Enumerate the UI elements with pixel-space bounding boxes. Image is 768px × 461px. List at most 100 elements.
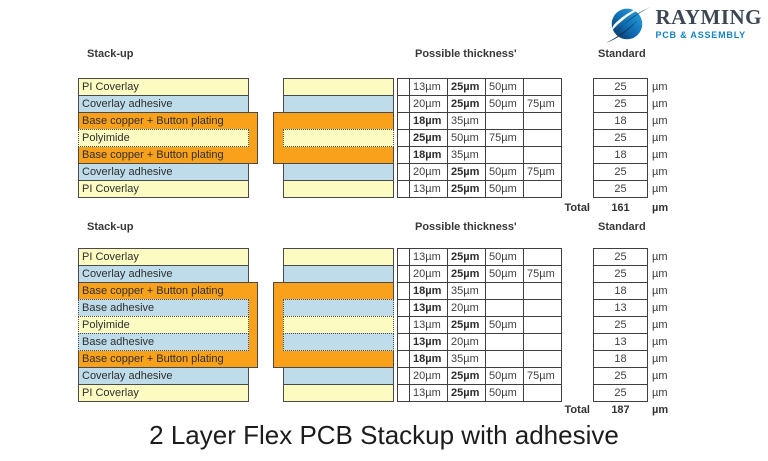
standard-value-cell: 25 (593, 265, 648, 283)
spacer-cell (397, 384, 410, 402)
layer-label: Base copper + Button plating (82, 353, 224, 365)
layer-band (78, 384, 249, 402)
thickness-cell: 13µm (409, 180, 448, 198)
thickness-cell: 35µm (447, 146, 486, 164)
thickness-cell: 25µm (447, 248, 486, 266)
total-row: Total 161 µm (0, 202, 768, 216)
logo-text: RAYMING PCB & ASSEMBLY (655, 4, 762, 40)
thickness-cell: 50µm (485, 163, 524, 181)
layer-label: PI Coverlay (82, 251, 139, 263)
thickness-cell: 35µm (447, 282, 486, 300)
possible-thickness-header: Possible thickness' (415, 221, 517, 233)
layer-band (283, 163, 394, 181)
unit-label: µm (652, 319, 668, 331)
thickness-cell: 75µm (523, 367, 562, 385)
unit-label: µm (652, 370, 668, 382)
unit-label: µm (652, 149, 668, 161)
standard-value-cell: 13 (593, 333, 648, 351)
layer-band (78, 333, 249, 351)
unit-label: µm (652, 98, 668, 110)
thickness-cell: 18µm (409, 282, 448, 300)
layer-label: Polyimide (82, 319, 130, 331)
standard-value-cell: 25 (593, 316, 648, 334)
thickness-cell (485, 333, 524, 351)
spacer-cell (397, 129, 410, 147)
unit-label: µm (652, 302, 668, 314)
thickness-cell: 50µm (485, 78, 524, 96)
spacer-cell (397, 95, 410, 113)
thickness-cell: 25µm (409, 129, 448, 147)
standard-value-cell: 25 (593, 384, 648, 402)
layer-band (78, 265, 249, 283)
unit-label: µm (652, 268, 668, 280)
unit-label: µm (652, 115, 668, 127)
layer-label: Base copper + Button plating (82, 149, 224, 161)
cross-section-diagram (273, 78, 395, 198)
standard-value-cell: 18 (593, 112, 648, 130)
layer-label: PI Coverlay (82, 81, 139, 93)
thickness-cell: 25µm (447, 163, 486, 181)
layer-label: PI Coverlay (82, 387, 139, 399)
layer-band (283, 248, 394, 266)
stackup-header: Stack-up (87, 48, 134, 60)
thickness-cell (485, 146, 524, 164)
total-unit-label: µm (652, 202, 669, 214)
thickness-cell: 35µm (447, 112, 486, 130)
layer-label: PI Coverlay (82, 183, 139, 195)
logo: RAYMING PCB & ASSEMBLY (603, 2, 762, 44)
thickness-cell (523, 180, 562, 198)
standard-value-cell: 25 (593, 95, 648, 113)
thickness-cell: 75µm (485, 129, 524, 147)
thickness-cell: 25µm (447, 78, 486, 96)
thickness-cell (523, 248, 562, 266)
thickness-cell (523, 333, 562, 351)
unit-label: µm (652, 387, 668, 399)
spacer-cell (397, 299, 410, 317)
thickness-cell (523, 129, 562, 147)
thickness-cell: 25µm (447, 180, 486, 198)
total-label: Total (564, 202, 590, 214)
cross-section-diagram (273, 248, 395, 402)
layer-band (283, 129, 394, 147)
total-value: 187 (611, 404, 630, 416)
layer-band (283, 78, 394, 96)
possible-thickness-header: Possible thickness' (415, 48, 517, 60)
standard-value-cell: 25 (593, 248, 648, 266)
standard-value-cell: 18 (593, 146, 648, 164)
layer-band (283, 384, 394, 402)
total-row: Total 187 µm (0, 404, 768, 418)
standard-header: Standard (598, 221, 646, 233)
layer-band (283, 367, 394, 385)
standard-value-cell: 25 (593, 129, 648, 147)
layer-label: Base copper + Button plating (82, 115, 224, 127)
layer-label: Coverlay adhesive (82, 98, 173, 110)
thickness-cell: 25µm (447, 316, 486, 334)
unit-label: µm (652, 81, 668, 93)
spacer-cell (397, 333, 410, 351)
standard-header: Standard (598, 48, 646, 60)
spacer-cell (397, 180, 410, 198)
thickness-cell: 75µm (523, 265, 562, 283)
spacer-cell (397, 248, 410, 266)
standard-value-cell: 25 (593, 78, 648, 96)
layer-label: Base adhesive (82, 336, 155, 348)
logo-brand: RAYMING (655, 4, 762, 29)
thickness-cell (523, 112, 562, 130)
thickness-cell: 20µm (447, 333, 486, 351)
thickness-cell: 75µm (523, 95, 562, 113)
layer-band (283, 299, 394, 317)
thickness-cell (485, 350, 524, 368)
total-value: 161 (611, 202, 630, 214)
thickness-cell (523, 146, 562, 164)
standard-value-cell: 18 (593, 282, 648, 300)
